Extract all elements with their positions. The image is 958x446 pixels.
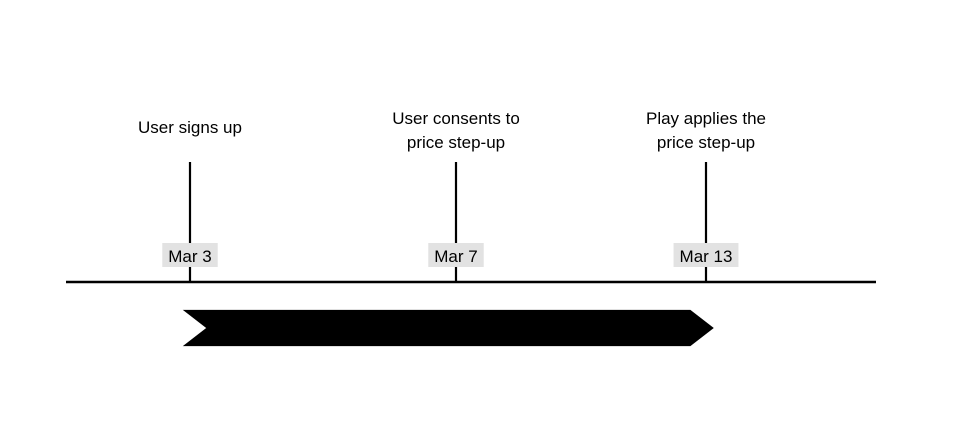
event-label-apply-line1: Play applies the: [646, 109, 766, 128]
event-date-apply: Mar 13: [680, 247, 733, 266]
event-date-signup: Mar 3: [168, 247, 211, 266]
date-chip-apply: [673, 243, 739, 267]
consent-period-arrow-shape: [182, 309, 714, 347]
date-chip-signup: [162, 243, 218, 267]
event-label-consent-line2: price step-up: [407, 133, 505, 152]
event-label-apply-line2: price step-up: [657, 133, 755, 152]
event-label-consent-line1: User consents to: [392, 109, 520, 128]
event-label-signup-line1: User signs up: [138, 118, 242, 137]
timeline-event-apply: Play applies the price step-up Mar 13: [646, 109, 766, 282]
event-date-consent: Mar 7: [434, 247, 477, 266]
timeline-event-signup: User signs up Mar 3: [138, 118, 242, 282]
consent-period-label: 10 day consent period: [358, 319, 525, 338]
date-chip-consent: [428, 243, 484, 267]
timeline-event-consent: User consents to price step-up Mar 7: [392, 109, 520, 282]
consent-period-band: 10 day consent period: [182, 309, 714, 347]
